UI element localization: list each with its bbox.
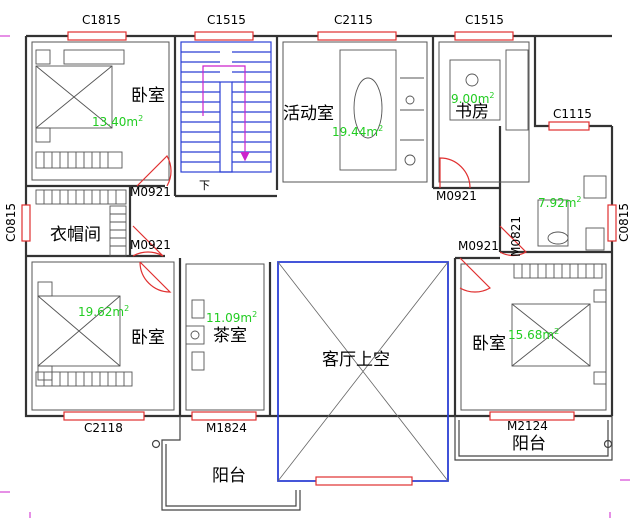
room-name-living-void: 客厅上空 xyxy=(322,350,390,370)
bed-1 xyxy=(35,65,113,129)
door-closet-swing xyxy=(132,225,164,257)
living-void-lines xyxy=(277,261,449,482)
label-c2115: C2115 xyxy=(334,13,373,27)
furniture xyxy=(35,49,607,387)
window-c1515-study xyxy=(454,31,514,41)
label-m0921-closet: M0921 xyxy=(130,238,171,252)
room-name-study: 书房 xyxy=(455,102,489,122)
label-c1515-stair: C1515 xyxy=(207,13,246,27)
room-name-bedroom-bottom-left: 卧室 xyxy=(131,328,165,348)
door-bedroom2-swing xyxy=(139,261,172,293)
window-c2118 xyxy=(63,411,145,421)
room-name-bedroom-bottom-right: 卧室 xyxy=(472,334,506,354)
label-m2124: M2124 xyxy=(507,419,548,433)
room-name-tea: 茶室 xyxy=(213,326,247,346)
window-c2115 xyxy=(317,31,397,41)
window-c1515-stair xyxy=(194,31,254,41)
label-m0921-bedroom1: M0921 xyxy=(130,185,171,199)
door-bath-swing xyxy=(499,225,527,257)
area-tea: 11.09m2 xyxy=(206,310,258,325)
window-c0815-left xyxy=(21,204,31,242)
label-c1515-study: C1515 xyxy=(465,13,504,27)
stairs xyxy=(180,41,272,173)
stair-down-label: 下 xyxy=(199,179,210,192)
area-bathroom: 7.92m2 xyxy=(538,195,582,210)
label-m0921-bedroom3: M0921 xyxy=(458,239,499,253)
window-living-bottom xyxy=(315,476,413,486)
room-name-balcony-right: 阳台 xyxy=(512,434,546,454)
corner-marks xyxy=(0,35,630,518)
balcony-outline xyxy=(151,416,613,511)
label-m0921-study: M0921 xyxy=(436,189,477,203)
window-c1815 xyxy=(67,31,127,41)
balcony-right-outline xyxy=(454,416,613,461)
door-m2124 xyxy=(489,411,575,421)
room-name-bedroom-top-left: 卧室 xyxy=(131,86,165,106)
label-c0815-right: C0815 xyxy=(617,203,631,242)
room-name-activity: 活动室 xyxy=(283,104,334,124)
balcony-left-outline xyxy=(161,416,301,511)
door-bedroom1-swing xyxy=(136,155,172,187)
doors xyxy=(132,155,527,293)
area-bedroom-top-left: 13.40m2 xyxy=(92,114,144,129)
label-c1815: C1815 xyxy=(82,13,121,27)
windows xyxy=(21,31,617,486)
stair-arrow xyxy=(202,65,250,162)
window-c1115 xyxy=(548,121,590,131)
label-c1115: C1115 xyxy=(553,107,592,121)
bed-3 xyxy=(511,303,591,367)
label-c0815-left: C0815 xyxy=(4,203,18,242)
door-study-swing xyxy=(439,157,471,189)
window-c0815-right xyxy=(607,204,617,242)
label-m1824: M1824 xyxy=(206,421,247,435)
area-bedroom-bottom-right: 15.68m2 xyxy=(508,327,560,342)
area-bedroom-bottom-left: 19.62m2 xyxy=(78,304,130,319)
bed-2 xyxy=(37,295,121,367)
door-bedroom3-swing xyxy=(459,257,491,293)
door-m1824 xyxy=(191,411,257,421)
thin-walls xyxy=(31,41,607,411)
area-study: 9.00m2 xyxy=(451,91,495,106)
label-m0821-bath: M0821 xyxy=(509,216,523,257)
walls xyxy=(24,34,614,418)
room-name-closet: 衣帽间 xyxy=(50,225,101,245)
room-name-balcony-left: 阳台 xyxy=(212,466,246,486)
area-activity: 19.44m2 xyxy=(332,124,384,139)
label-c2118: C2118 xyxy=(84,421,123,435)
